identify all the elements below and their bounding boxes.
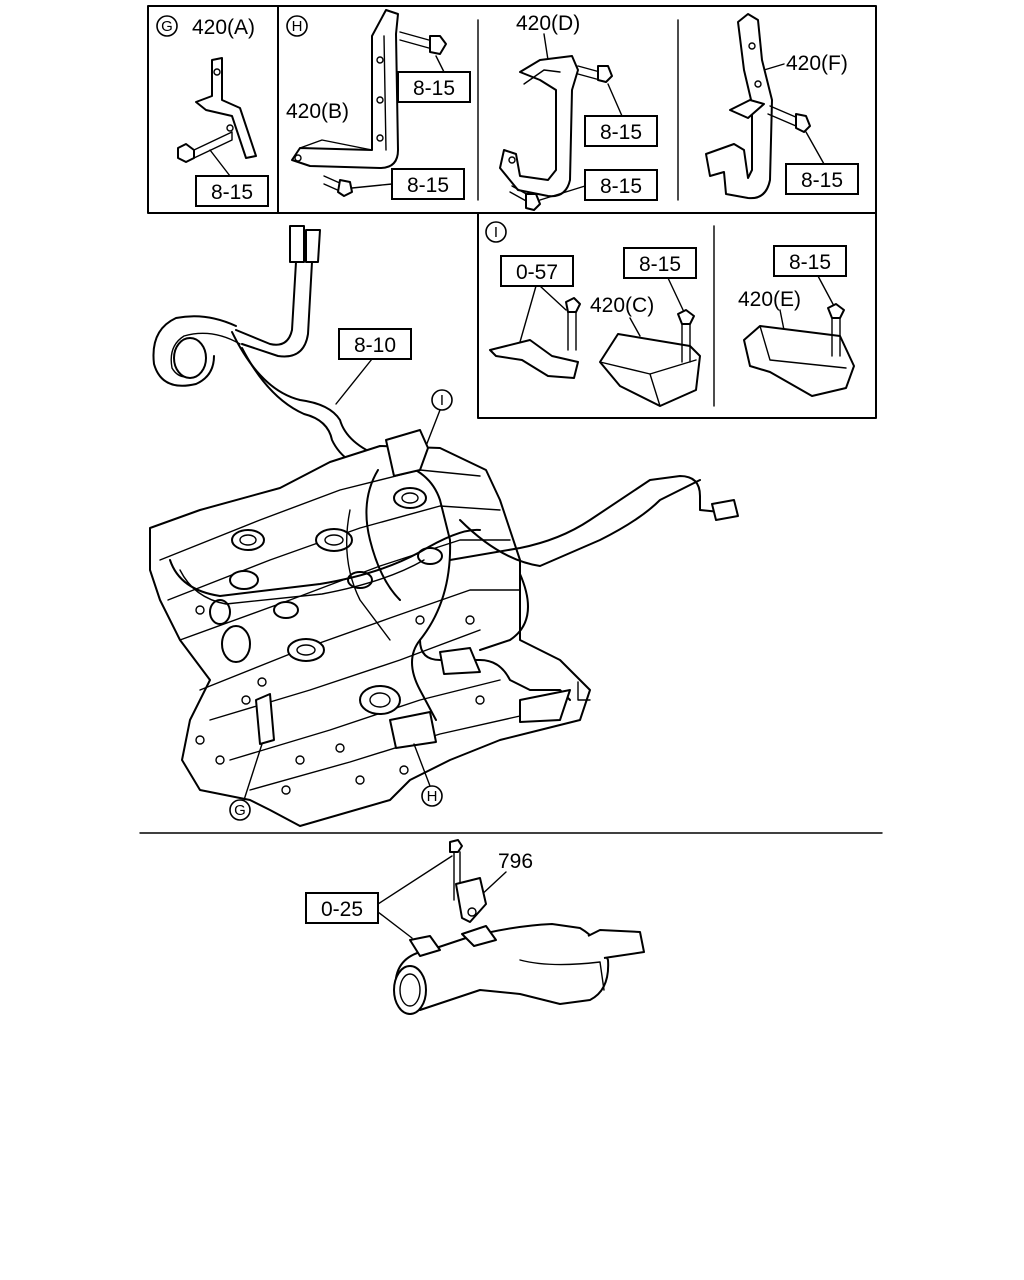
engine-callout-h — [421, 785, 443, 807]
engine-callout-i-label: I — [440, 392, 444, 409]
engine-bracket-g-location — [255, 693, 275, 745]
engine-bosses — [195, 605, 485, 795]
engine-ref-harness-box — [338, 328, 412, 360]
engine-block — [149, 445, 591, 827]
panel-h-ref-top-box — [397, 71, 471, 103]
panel-d-ref-top-box — [584, 115, 658, 147]
sensor-part-label: 796 — [498, 850, 533, 873]
panel-g-marker — [156, 15, 178, 37]
panel-h-ref-bottom-box — [391, 168, 465, 200]
panel-d-ref-bottom-label: 8-15 — [600, 175, 642, 198]
panel-f-part-label: 420(F) — [786, 52, 848, 75]
sensor-ref-bolts-label: 0-25 — [321, 898, 363, 921]
bolt-f — [767, 105, 811, 133]
panel-i-marker — [485, 221, 507, 243]
panel-h-part-label: 420(B) — [286, 100, 349, 123]
bolt-i-c — [677, 309, 695, 363]
panel-i: I 0-57 420(C) 8-15 420(E) — [485, 221, 855, 407]
bracket-420f — [705, 13, 773, 200]
bolt-g — [177, 131, 233, 163]
bolt-h-bottom — [323, 175, 353, 197]
panel-i-part-e-label: 420(E) — [738, 288, 801, 311]
panel-i-ref-e-label: 8-15 — [789, 251, 831, 274]
bolt-d-bottom — [509, 185, 541, 211]
bolt-i-e — [827, 303, 845, 357]
panel-f-ref-label: 8-15 — [801, 169, 843, 192]
panel-g-ref-label: 8-15 — [211, 181, 253, 204]
engine-ref-harness-label: 8-10 — [354, 334, 396, 357]
engine-callout-g-label: G — [234, 802, 246, 819]
engine-assembly: 8-10 I — [149, 225, 739, 827]
panel-h-ref-bottom-label: 8-15 — [407, 174, 449, 197]
panel-i-ref-left-box — [500, 255, 574, 287]
panel-i-ref-c-label: 8-15 — [639, 253, 681, 276]
bracket-420e — [743, 325, 855, 397]
bolt-d-top — [577, 65, 613, 83]
panel-d-ref-top-label: 8-15 — [600, 121, 642, 144]
panel-h-ref-top-label: 8-15 — [413, 77, 455, 100]
bracket-420b — [291, 9, 399, 169]
bracket-420d — [499, 55, 579, 198]
engine-bracket-i-location — [385, 429, 429, 477]
water-outlet-pipe — [393, 923, 645, 1015]
engine-bracket-h-location — [389, 711, 437, 749]
top-detail-frame — [147, 5, 877, 419]
bracket-420a — [195, 57, 257, 159]
injector-bosses — [209, 487, 443, 715]
bracket-i-small — [489, 339, 579, 379]
sensor-ref-bolts-box — [305, 892, 379, 924]
panel-i-ref-left-label: 0-57 — [516, 261, 558, 284]
panel-g-marker-label: G — [161, 18, 173, 35]
panel-d-ref-bottom-box — [584, 169, 658, 201]
panel-d-part-label: 420(D) — [516, 12, 580, 35]
panel-h-marker — [286, 15, 308, 37]
panel-i-ref-e-box — [773, 245, 847, 277]
panel-i-ref-c-box — [623, 247, 697, 279]
sensor-assembly: 0-25 796 — [305, 839, 645, 1015]
panel-f: 420(F) 8-15 — [705, 13, 859, 200]
panel-g-ref-box — [195, 175, 269, 207]
panel-f-ref-box — [785, 163, 859, 195]
bracket-420c — [599, 333, 701, 407]
panel-i-marker-label: I — [494, 224, 498, 241]
bolt-i-left — [565, 297, 581, 351]
bolt-h-top — [399, 31, 447, 55]
panel-h: H 420(B) 8-15 8-15 — [286, 9, 471, 200]
engine-callout-g — [229, 799, 251, 821]
sensor-796 — [455, 877, 487, 923]
engine-harness — [169, 461, 739, 723]
engine-callout-i — [431, 389, 453, 411]
panel-i-part-c-label: 420(C) — [590, 294, 654, 317]
harness-hose — [152, 225, 397, 477]
panel-d: 420(D) 8-15 8-15 — [499, 12, 658, 211]
panel-h-marker-label: H — [292, 18, 303, 35]
engine-callout-h-label: H — [427, 788, 438, 805]
panel-g: G 420(A) 8-15 — [156, 15, 269, 207]
panel-g-part-label: 420(A) — [192, 16, 255, 39]
